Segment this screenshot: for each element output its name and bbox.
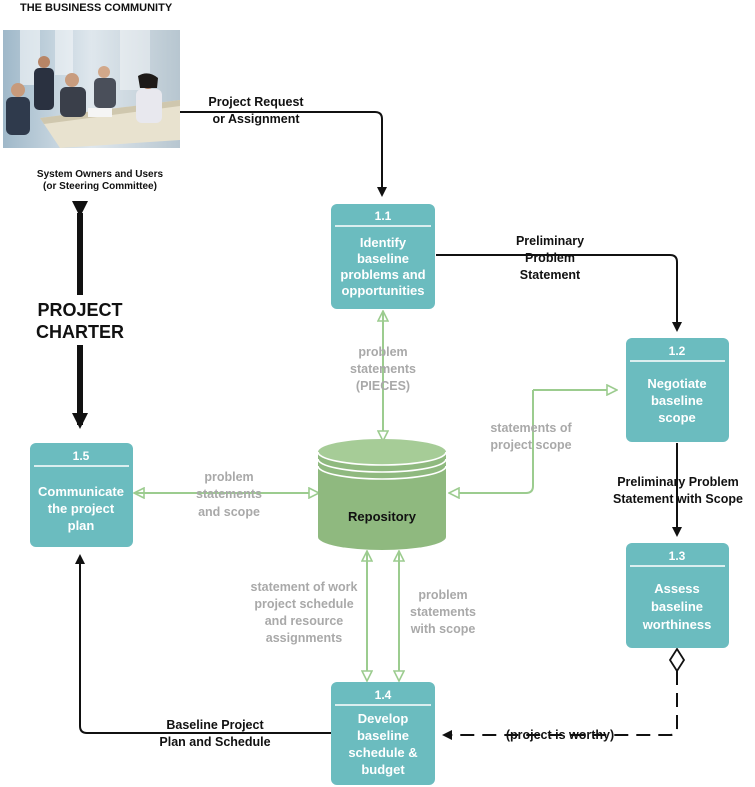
process-1-5[interactable]: 1.5 Communicate the project plan [30,443,133,547]
label-prelim-scope-2: Statement with Scope [613,492,743,506]
process-id: 1.3 [669,549,686,563]
label-problem-scope-1: problem [204,470,253,484]
label-problem-scope-2: statements [196,487,262,501]
label-project-scope-1: statements of [490,421,572,435]
flow-preliminary-problem [436,254,682,332]
process-id: 1.5 [73,449,90,463]
community-title: THE BUSINESS COMMUNITY [20,2,173,14]
steering-committee-label: (or Steering Committee) [43,181,157,192]
process-1-4[interactable]: 1.4 Develop baseline schedule & budget [331,682,435,785]
flow-scope-to-repo [450,390,534,493]
charter-line2: CHARTER [36,322,124,342]
process-line: opportunities [341,283,424,298]
label-work-1: statement of work [251,580,358,594]
flow-project-request [180,111,387,197]
process-line: baseline [357,728,409,743]
business-meeting-photo [3,30,180,148]
system-owners-line1: System Owners and Users [37,169,164,180]
label-project-scope-2: project scope [490,438,571,452]
process-line: baseline [651,393,703,408]
label-work-4: assignments [266,631,342,645]
process-line: baseline [651,599,703,614]
process-line: worthiness [642,617,712,632]
process-line: Develop [358,711,409,726]
label-preliminary-3: Statement [520,268,581,282]
process-1-3[interactable]: 1.3 Assess baseline worthiness [626,543,729,648]
process-line: schedule & [348,745,417,760]
label-pieces-2: statements [350,362,416,376]
decision-diamond-icon [668,647,686,673]
process-line: problems and [340,267,425,282]
process-1-1[interactable]: 1.1 Identify baseline problems and oppor… [331,204,435,309]
process-line: Negotiate [647,376,706,391]
repository-label: Repository [348,509,417,524]
label-baseline-1: Baseline Project [166,718,264,732]
label-project-request-1: Project Request [208,95,304,109]
data-flows [135,312,616,680]
process-line: Communicate [38,484,124,499]
label-with-scope-1: problem [418,588,467,602]
process-1-2[interactable]: 1.2 Negotiate baseline scope [626,338,729,442]
repository-store [317,439,447,550]
flow-baseline-plan [75,554,331,734]
label-work-3: and resource [265,614,344,628]
process-id: 1.4 [375,688,392,702]
label-with-scope-2: statements [410,605,476,619]
label-with-scope-3: with scope [410,622,476,636]
system-owners-label: System Owners and Users [37,169,164,180]
process-id: 1.2 [669,344,686,358]
process-line: scope [658,410,696,425]
label-pieces-3: (PIECES) [356,379,410,393]
label-project-worthy: (project is worthy) [506,728,614,742]
label-pieces-1: problem [358,345,407,359]
process-line: Assess [654,581,700,596]
label-work-2: project schedule [254,597,353,611]
label-problem-scope-3: and scope [198,505,260,519]
label-preliminary-2: Problem [525,251,575,265]
label-project-request-2: or Assignment [212,112,300,126]
label-prelim-scope-1: Preliminary Problem [617,475,739,489]
process-line: budget [361,762,405,777]
process-line: plan [68,518,95,533]
charter-line1: PROJECT [37,300,122,320]
process-line: baseline [357,251,409,266]
process-line: the project [48,501,115,516]
process-id: 1.1 [375,209,392,223]
control-flows [75,111,682,740]
label-baseline-2: Plan and Schedule [159,735,270,749]
label-preliminary-1: Preliminary [516,234,584,248]
process-line: Identify [360,235,407,250]
flow-project-worthy [442,671,678,740]
